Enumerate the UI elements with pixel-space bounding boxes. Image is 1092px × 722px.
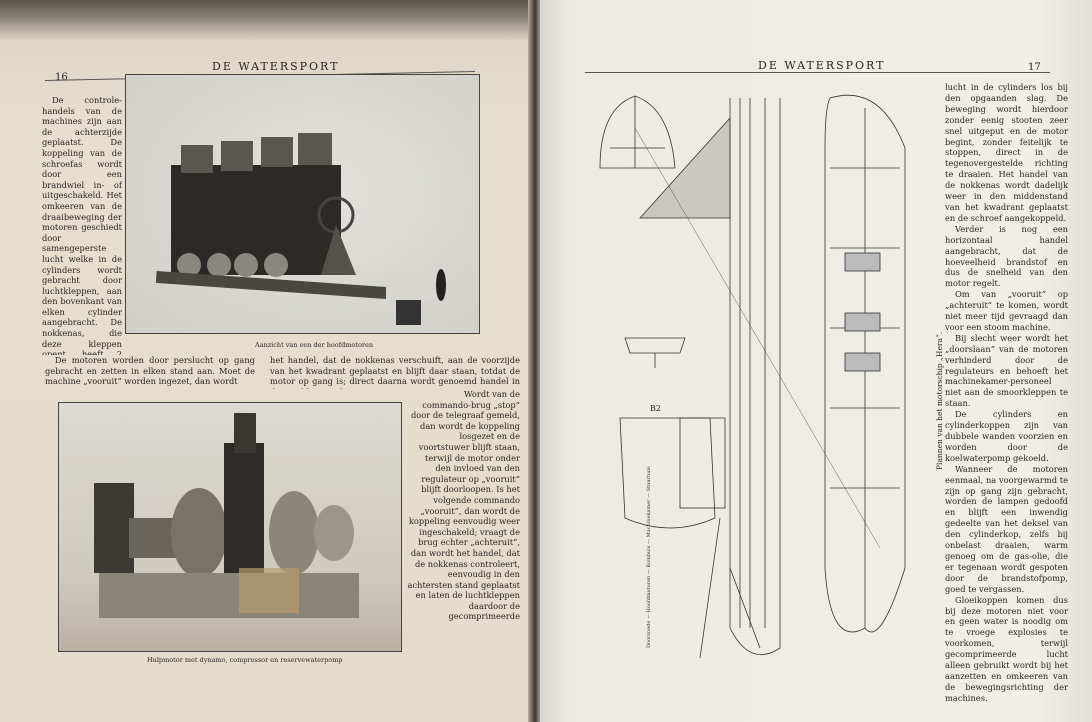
drawing-label: B2: [650, 404, 661, 413]
side-elevation: [729, 98, 781, 656]
right-column: lucht in de cylinders los bij den opgaan…: [945, 82, 1068, 703]
deck-plan: [824, 94, 906, 633]
book-gutter: [528, 0, 542, 722]
midship-section: [619, 417, 716, 529]
drawing-legend: Doorsnede — Hoofdmotoren — Kombuis — Mac…: [646, 466, 652, 648]
span-text-left: De motoren worden door perslucht op gang…: [45, 355, 255, 387]
header-rule: [585, 72, 1050, 73]
auxiliary-engine-image: [94, 413, 359, 618]
page-header: DE WATERSPORT: [758, 59, 886, 72]
left-page: DE WATERSPORT 16 De controle-handels van…: [0, 0, 532, 722]
narrow-column: Wordt van de commando-brug „stop” door d…: [407, 389, 520, 622]
engine-photo: [125, 74, 480, 334]
photo2-caption: Hulpmotor met dynamo, compressor en rese…: [147, 656, 343, 664]
page-header: DE WATERSPORT: [212, 60, 340, 73]
span-text-right: het handel, dat de nokkenas verschuift, …: [270, 355, 520, 389]
right-page: DE WATERSPORT 17 B2 Doorsnede — Hoofdmot…: [540, 0, 1092, 722]
auxiliary-engine-photo: [58, 402, 402, 652]
photo1-caption: Aanzicht van een der hoofdmotoren: [255, 341, 374, 349]
intro-column: De controle-handels van de machines zijn…: [42, 95, 122, 355]
page-number: 16: [55, 72, 68, 83]
main-engine-image: [155, 133, 446, 325]
ship-plan-drawing: B2 Doorsnede — Hoofdmotoren — Kombuis — …: [599, 94, 906, 659]
drawing-caption: Plannen van het motorschip „Hera”.: [935, 331, 944, 470]
page-number: 17: [1028, 62, 1041, 73]
